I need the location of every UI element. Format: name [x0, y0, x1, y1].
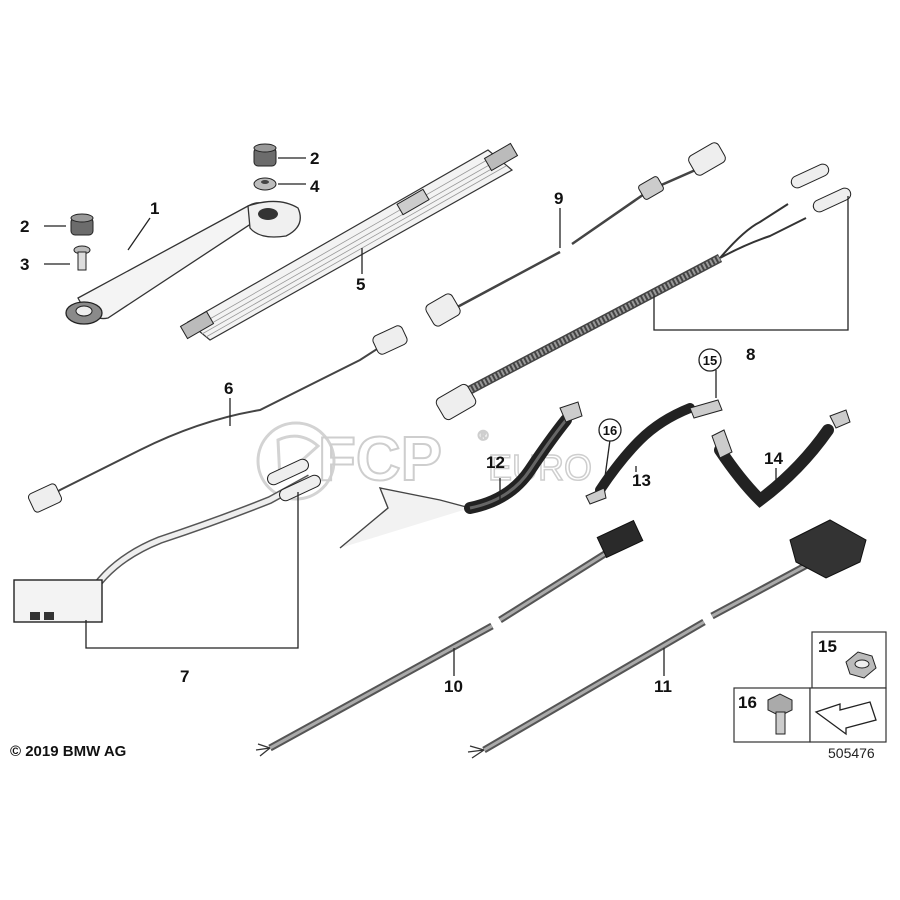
- svg-text:16: 16: [603, 423, 617, 438]
- callout-9: 9: [554, 189, 563, 208]
- callout-10: 10: [444, 677, 463, 696]
- circled-reference-15: 15: [698, 348, 722, 372]
- arrow-icon: [814, 701, 877, 736]
- callout-5: 5: [356, 275, 365, 294]
- copyright: © 2019 BMW AG: [10, 743, 126, 760]
- part-14-lead: [711, 409, 851, 508]
- callout-2-upper: 2: [310, 149, 319, 168]
- diagram-id: 505476: [828, 745, 875, 761]
- callout-7: 7: [180, 667, 189, 686]
- leader-lines: [44, 157, 849, 676]
- callout-3: 3: [20, 255, 29, 274]
- part-11-cable: [467, 519, 867, 759]
- callout-11: 11: [654, 677, 672, 696]
- watermark-logo-icon: [256, 421, 336, 501]
- callout-2-lower: 2: [20, 217, 29, 236]
- watermark-registered-mark: ®: [478, 427, 489, 443]
- callout-14: 14: [764, 449, 783, 468]
- callout-8: 8: [746, 345, 755, 364]
- legend-bolt-number: 16: [738, 693, 757, 712]
- part-7-cable: [13, 458, 322, 623]
- svg-text:15: 15: [703, 353, 717, 368]
- part-1-strap: [65, 200, 301, 325]
- part-3-screw: [73, 245, 91, 271]
- part-2-cap-upper: [253, 143, 277, 167]
- watermark-brand: FCP: [318, 425, 442, 494]
- callout-12: 12: [486, 453, 505, 472]
- part-10-cable: [255, 519, 644, 757]
- part-4-washer: [253, 177, 277, 191]
- part-12-lead: [339, 401, 583, 549]
- nut-icon: [845, 651, 877, 679]
- part-8-braided-cable: [435, 163, 852, 421]
- part-6-cable: [27, 325, 408, 513]
- circled-reference-16: 16: [598, 418, 622, 442]
- callout-13: 13: [632, 471, 651, 490]
- legend-nut-number: 15: [818, 637, 837, 656]
- legend-box: 15 16: [733, 631, 887, 743]
- part-9-cable: [425, 142, 726, 327]
- callout-4: 4: [310, 177, 320, 196]
- bolt-icon: [767, 693, 793, 735]
- callouts: 1 2 2 3 4 5 6 7 8 9 10 11 12 13 14: [20, 149, 783, 696]
- callout-6: 6: [224, 379, 233, 398]
- part-5-ribbon: [179, 142, 519, 341]
- part-2-cap-lower: [70, 213, 94, 236]
- part-13-lead: [585, 399, 723, 505]
- callout-1: 1: [150, 199, 159, 218]
